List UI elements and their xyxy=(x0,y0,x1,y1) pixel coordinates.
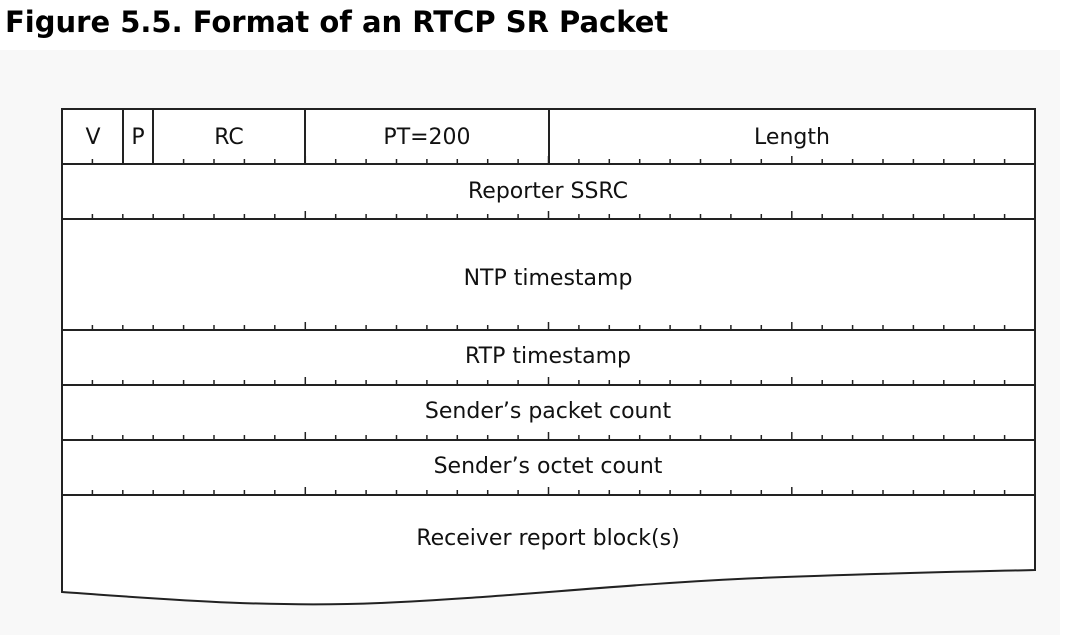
row-receiver-report-blocks-label: Receiver report block(s) xyxy=(416,526,679,551)
row-rtp-timestamp-label: RTP timestamp xyxy=(465,344,631,369)
packet-body xyxy=(61,108,1036,606)
row-ntp-timestamp-label: NTP timestamp xyxy=(464,266,633,291)
header-dividers xyxy=(122,109,550,164)
row-senders-octet-count-label: Sender’s octet count xyxy=(434,454,663,479)
field-rc-label: RC xyxy=(214,125,244,150)
field-length-label: Length xyxy=(754,125,830,150)
field-p-label: P xyxy=(131,125,144,150)
row-senders-packet-count-label: Sender’s packet count xyxy=(425,399,672,424)
field-pt-label: PT=200 xyxy=(383,125,470,150)
figure-title: Figure 5.5. Format of an RTCP SR Packet xyxy=(5,5,669,39)
bit-ticks xyxy=(91,156,1006,495)
field-v-label: V xyxy=(85,125,100,150)
row-reporter-ssrc-label: Reporter SSRC xyxy=(468,179,628,204)
